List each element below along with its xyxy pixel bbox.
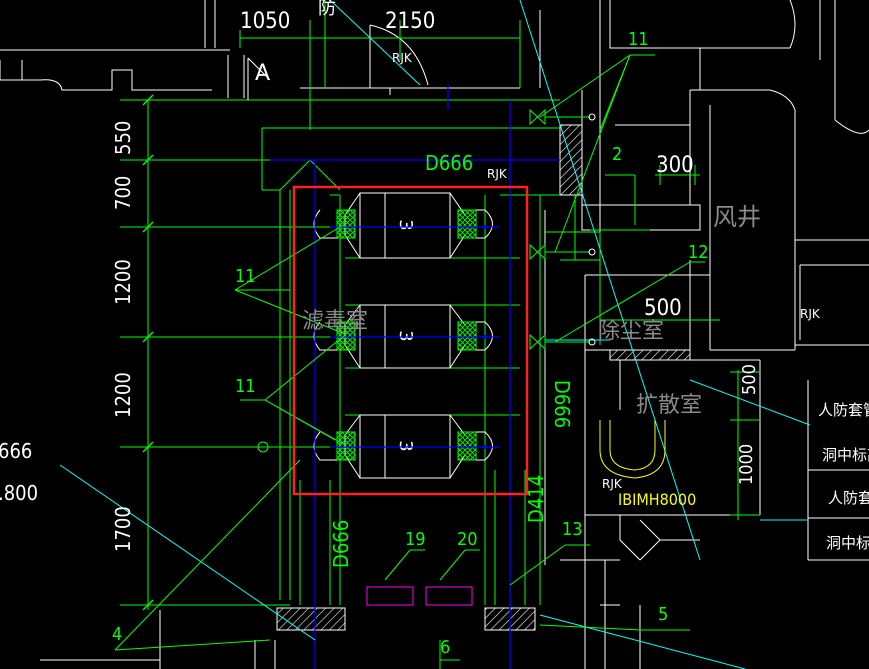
room-filter: 滤毒室 (302, 309, 368, 334)
selection-highlight (292, 185, 529, 496)
top-dim-1050: 1050 (240, 9, 290, 34)
room-dust: 除尘室 (598, 319, 664, 344)
tag-11: 11 (235, 376, 256, 397)
left-elevation: .800 (0, 481, 38, 505)
legend-item: 洞中标高 (822, 446, 869, 464)
connection-dots (483, 225, 487, 449)
rjk-label: RJK (487, 167, 508, 181)
ducts (299, 470, 526, 605)
valves (257, 108, 596, 453)
legend-item: 人防套管 (828, 489, 869, 507)
duct-size-vertical-right: D666 (550, 380, 574, 428)
equipment-box-19 (366, 586, 414, 606)
top-partial-text: 防 (318, 0, 336, 19)
tag-6: 6 (440, 637, 450, 658)
legend-item: 洞中标高 (826, 534, 869, 552)
tag-20: 20 (457, 529, 478, 550)
dim-500-vertical: 500 (739, 364, 760, 395)
leader-lines (59, 0, 811, 669)
legend-item: 人防套管 (818, 401, 869, 419)
expansion-trap (599, 420, 666, 479)
tag-11: 11 (235, 266, 256, 287)
filter-unit: 3 (313, 414, 493, 479)
dim-left-1200a: 1200 (111, 259, 135, 305)
equipment-label: 3 (395, 219, 416, 230)
tag-19: 19 (405, 529, 426, 550)
blast-valve-model: IBIMH8000 (618, 490, 696, 509)
dim-left-700: 700 (111, 176, 135, 210)
room-shaft: 风井 (713, 203, 761, 231)
dim-500: 500 (644, 296, 682, 321)
filter-unit: 3 (313, 192, 493, 259)
rjk-label: RJK (800, 307, 821, 321)
tag-12: 12 (688, 242, 709, 263)
left-duct-size: 666 (0, 439, 32, 463)
tag-4: 4 (112, 624, 122, 645)
top-dim-2150: 2150 (385, 9, 435, 34)
rjk-label: RJK (602, 477, 623, 491)
dim-left-550: 550 (111, 121, 135, 155)
dim-300: 300 (656, 153, 694, 178)
tag-11: 11 (628, 29, 649, 50)
equipment-label: 3 (395, 330, 416, 341)
dim-1000-vertical: 1000 (736, 444, 757, 485)
dimension-lines (120, 0, 760, 611)
tag-2: 2 (612, 144, 622, 165)
duct-size-main: D666 (425, 151, 473, 175)
tag-13: 13 (562, 519, 583, 540)
centerlines (270, 85, 560, 669)
equipment-box-20 (425, 586, 473, 606)
section-marker: A (255, 61, 270, 86)
rjk-label: RJK (392, 51, 413, 65)
dim-left-1700: 1700 (111, 506, 135, 552)
tag-leaders (114, 54, 705, 669)
room-expand: 扩散室 (636, 393, 702, 418)
equipment-label: 3 (395, 440, 416, 451)
duct-size-vertical-left: D666 (329, 520, 353, 568)
filter-units: 3 3 3 (313, 192, 493, 479)
duct-size-vertical-outlet: D414 (524, 475, 548, 523)
dim-left-1200b: 1200 (111, 372, 135, 418)
tag-5: 5 (658, 604, 668, 625)
